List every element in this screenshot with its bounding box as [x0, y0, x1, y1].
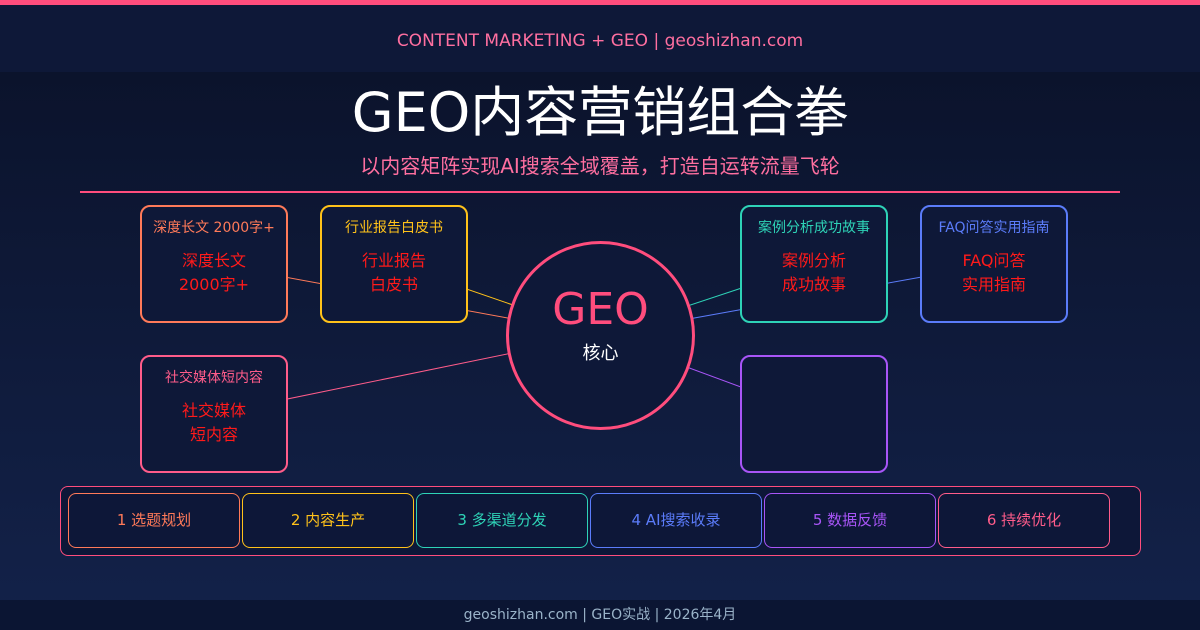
process-step: 2 内容生产	[242, 493, 414, 548]
node-title: 案例分析成功故事	[781, 251, 846, 294]
node-label: FAQ问答实用指南	[938, 220, 1050, 236]
footer: geoshizhan.com | GEO实战 | 2026年4月	[0, 600, 1200, 630]
node-title: 行业报告白皮书	[361, 251, 426, 294]
page-subtitle: 以内容矩阵实现AI搜索全域覆盖，打造自运转流量飞轮	[360, 154, 840, 178]
header-banner: CONTENT MARKETING + GEO | geoshizhan.com	[0, 5, 1200, 72]
content-node: 社交媒体短内容 社交媒体短内容	[140, 355, 288, 473]
node-label: 行业报告白皮书	[345, 220, 443, 236]
content-node	[740, 355, 888, 473]
node-label: 深度长文 2000字+	[153, 220, 275, 236]
geo-core-circle: GEO 核心	[506, 241, 695, 430]
core-sub-label: 核心	[582, 343, 619, 364]
content-node: FAQ问答实用指南 FAQ问答实用指南	[920, 205, 1068, 323]
process-bar: 1 选题规划 2 内容生产 3 多渠道分发 4 AI搜索收录 5 数据反馈 6 …	[60, 486, 1141, 556]
process-step: 3 多渠道分发	[416, 493, 588, 548]
process-step: 6 持续优化	[938, 493, 1110, 548]
content-node: 案例分析成功故事 案例分析成功故事	[740, 205, 888, 323]
node-label: 案例分析成功故事	[758, 220, 870, 236]
page-title: GEO内容营销组合拳	[351, 81, 849, 144]
accent-bar	[0, 0, 1200, 5]
divider	[80, 191, 1120, 193]
process-step: 4 AI搜索收录	[590, 493, 762, 548]
content-node: 行业报告白皮书 行业报告白皮书	[320, 205, 468, 323]
core-label: GEO	[552, 284, 649, 335]
node-title: FAQ问答实用指南	[961, 251, 1026, 294]
process-step: 5 数据反馈	[764, 493, 936, 548]
process-step: 1 选题规划	[68, 493, 240, 548]
node-title: 社交媒体短内容	[181, 401, 246, 444]
node-label: 社交媒体短内容	[165, 370, 263, 386]
